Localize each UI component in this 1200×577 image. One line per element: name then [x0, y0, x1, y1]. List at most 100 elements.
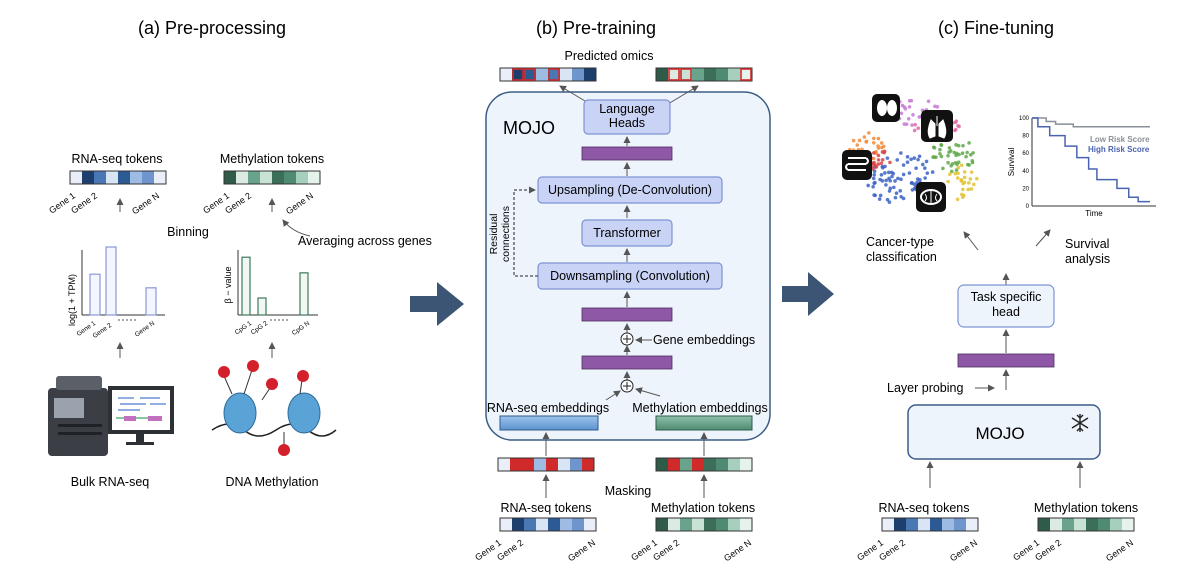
scatter-dot — [964, 154, 968, 159]
scatter-dot — [872, 140, 876, 145]
meth-gene-tick-n: Gene N — [284, 190, 315, 216]
sequencer-machine-icon — [48, 376, 174, 456]
token-cell — [558, 458, 570, 471]
scatter-dot — [887, 176, 891, 181]
token-cell — [1086, 518, 1098, 531]
token-cell — [548, 518, 560, 531]
token-cell — [572, 68, 584, 81]
scatter-dot — [874, 165, 879, 169]
token-cell — [260, 171, 272, 184]
methylation-token-strip — [223, 170, 321, 185]
scatter-dot — [954, 168, 959, 172]
rna-axis-label: log(1 + TPM) — [67, 274, 77, 326]
meth-embedding-bar — [655, 415, 753, 431]
scatter-dot — [947, 150, 951, 154]
averaging-label: Averaging across genes — [298, 234, 432, 248]
token-cell — [680, 518, 692, 531]
scatter-dot — [911, 113, 915, 117]
token-cell — [522, 458, 534, 471]
scatter-dot — [877, 197, 882, 201]
token-cell — [704, 68, 716, 81]
scatter-dot — [896, 176, 900, 181]
residual-connection-arrow — [513, 186, 538, 277]
scatter-dot — [961, 143, 965, 148]
token-cell — [728, 68, 740, 81]
scatter-dot — [966, 187, 971, 192]
scatter-dot — [968, 177, 973, 181]
scatter-dot — [923, 176, 927, 180]
scatter-dot — [959, 178, 964, 182]
scatter-dot — [949, 169, 954, 174]
survival-y-tick: 20 — [1022, 186, 1029, 192]
downsampling-label: Downsampling (Convolution) — [550, 269, 710, 283]
token-cell — [546, 458, 558, 471]
scatter-dot — [883, 171, 887, 175]
scatter-dot — [914, 166, 918, 170]
scatter-dot — [917, 115, 922, 119]
token-cell — [570, 458, 582, 471]
scatter-dot — [855, 143, 860, 147]
token-cell — [680, 458, 692, 471]
mojo-pretrain-title: MOJO — [503, 118, 555, 138]
token-cell — [1038, 518, 1050, 531]
scatter-dot — [880, 164, 885, 169]
scatter-dot — [907, 171, 912, 175]
high-risk-legend: High Risk Score — [1088, 145, 1150, 154]
transformer-label: Transformer — [593, 226, 661, 240]
scatter-dot — [884, 178, 888, 183]
token-cell — [560, 68, 572, 81]
methylation-histogram: β − value CpG 1 CpG 2 CpG N — [223, 250, 318, 337]
bulk-rnaseq-label: Bulk RNA-seq — [71, 475, 150, 489]
scatter-dot — [873, 180, 877, 185]
arrow-rna-emb-to-add — [605, 390, 621, 401]
scatter-dot — [972, 182, 976, 187]
scatter-dot — [962, 175, 967, 180]
token-cell — [656, 68, 668, 81]
token-cell — [248, 171, 260, 184]
token-cell — [534, 458, 546, 471]
scatter-dot — [871, 184, 875, 189]
scatter-dot — [912, 128, 917, 133]
scatter-dot — [899, 111, 904, 116]
big-arrow-1 — [410, 282, 464, 326]
scatter-dot — [953, 160, 958, 165]
histogram-bar — [257, 297, 267, 316]
upsampling-box — [537, 176, 723, 204]
scatter-dot — [867, 131, 871, 135]
scatter-dot — [876, 158, 881, 162]
scatter-dot — [954, 143, 958, 147]
rna-tokens-label: RNA-seq tokens — [71, 152, 162, 166]
token-cell — [1050, 518, 1062, 531]
cpg-tick-2: CpG 2 — [250, 320, 270, 337]
token-cell — [524, 68, 536, 81]
scatter-dot — [955, 176, 960, 180]
survival-axis-label: Survival — [1007, 148, 1016, 177]
section-title-pretraining: (b) Pre-training — [536, 18, 656, 38]
meth-embeddings-label: Methylation embeddings — [632, 401, 768, 415]
scatter-dot — [888, 160, 892, 165]
pt-meth-token-strip — [655, 517, 753, 532]
scatter-dot — [946, 160, 950, 165]
scatter-dot — [887, 200, 892, 204]
scatter-dot — [969, 170, 974, 174]
histogram-bar — [145, 287, 157, 316]
ft-rna-token-strip — [881, 517, 979, 532]
arrow-averaging-note — [282, 219, 311, 237]
token-cell — [308, 171, 320, 184]
scatter-dot — [912, 156, 917, 160]
rna-hist-tick-n: Gene N — [134, 320, 157, 339]
scatter-dot — [893, 179, 897, 183]
predicted-token-highlight — [680, 68, 692, 81]
section-title-preprocessing: (a) Pre-processing — [138, 18, 286, 38]
scatter-dot — [885, 197, 890, 202]
scatter-dot — [931, 145, 936, 150]
scatter-dot — [916, 126, 921, 130]
scatter-dot — [953, 171, 958, 176]
token-cell — [272, 171, 284, 184]
scatter-dot — [905, 155, 910, 159]
scatter-dot — [866, 183, 870, 188]
scatter-dot — [961, 187, 965, 192]
latent-bar-top — [581, 146, 673, 161]
token-cell — [500, 68, 512, 81]
scatter-dot — [916, 157, 920, 162]
